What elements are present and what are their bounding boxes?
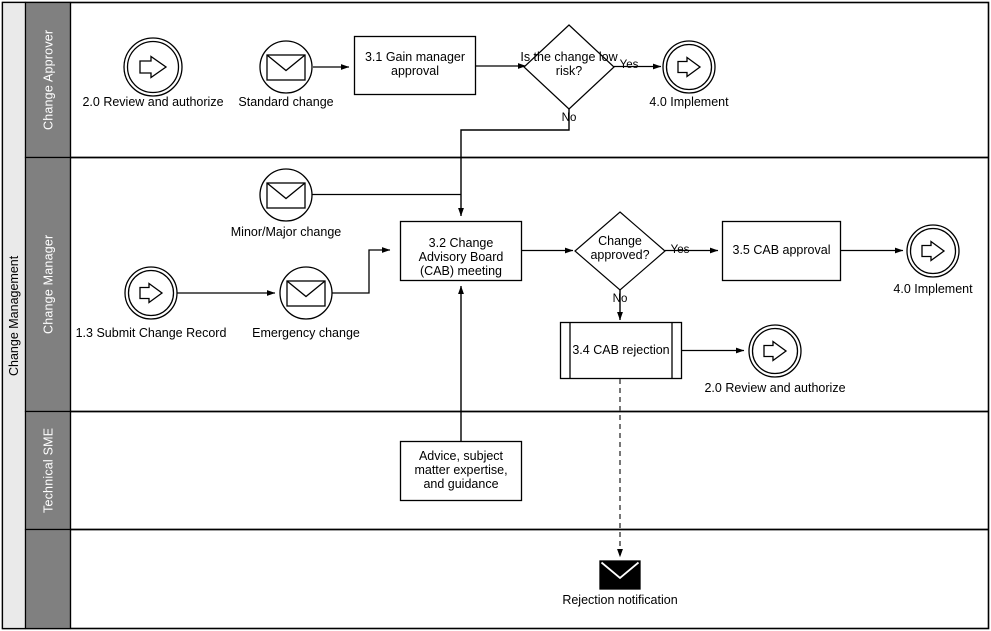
arrow-right-icon: [763, 340, 788, 362]
task-cab-approval[interactable]: [721, 220, 842, 282]
pool-title: Change Management: [7, 255, 21, 376]
label-emergency-change: Emergency change: [252, 326, 360, 340]
arrow-right-icon: [677, 56, 702, 78]
envelope-icon: [266, 182, 306, 209]
task-advice[interactable]: [399, 440, 523, 502]
event-submit-change-record[interactable]: [124, 266, 178, 320]
label-advice: Advice, subject matter expertise, and gu…: [414, 449, 508, 491]
arrow-right-icon: [139, 282, 164, 304]
label-cab-meeting: 3.2 Change Advisory Board (CAB) meeting: [418, 236, 504, 278]
arrow-right-icon: [139, 55, 168, 79]
label-edge-approved-no: No: [612, 293, 628, 305]
event-minor-major-change[interactable]: [259, 168, 313, 222]
event-rejection-notification[interactable]: [599, 560, 641, 590]
envelope-icon: [266, 54, 306, 81]
label-review-authorize-top: 2.0 Review and authorize: [82, 95, 224, 109]
event-implement-top[interactable]: [662, 40, 716, 94]
lane-title-change-manager: Change Manager: [41, 234, 56, 335]
event-standard-change[interactable]: [259, 40, 313, 94]
lane-title-change-approver: Change Approver: [41, 29, 56, 131]
lane-header-change-manager: [24, 156, 72, 413]
task-cab-meeting[interactable]: [399, 220, 523, 282]
label-implement-top: 4.0 Implement: [649, 95, 729, 109]
event-review-authorize-top[interactable]: [123, 37, 183, 97]
label-cab-approval: 3.5 CAB approval: [732, 243, 831, 257]
lane-header-change-approver: [24, 1, 72, 159]
lane-title-unlabeled: [26, 530, 71, 628]
arrow-right-icon: [921, 240, 946, 262]
label-submit-change-record: 1.3 Submit Change Record: [75, 326, 227, 340]
label-minor-major-change: Minor/Major change: [230, 225, 342, 239]
event-implement-mid[interactable]: [906, 224, 960, 278]
event-emergency-change[interactable]: [279, 266, 333, 320]
label-standard-change: Standard change: [238, 95, 334, 109]
label-gain-manager-approval: 3.1 Gain manager approval: [364, 50, 466, 78]
label-gateway-low-risk: Is the change low risk?: [520, 50, 618, 78]
task-cab-rejection[interactable]: [559, 321, 683, 380]
label-edge-approved-yes: Yes: [670, 244, 690, 256]
label-review-authorize-mid: 2.0 Review and authorize: [704, 381, 846, 395]
label-edge-low-risk-yes: Yes: [619, 59, 639, 71]
event-review-authorize-mid[interactable]: [748, 324, 802, 378]
label-implement-mid: 4.0 Implement: [893, 282, 973, 296]
lane-title-technical-sme: Technical SME: [41, 427, 56, 514]
label-cab-rejection: 3.4 CAB rejection: [572, 343, 670, 357]
label-gateway-change-approved: Change approved?: [590, 234, 650, 262]
label-edge-low-risk-no: No: [561, 112, 577, 124]
lane-header-unlabeled: [24, 528, 72, 630]
envelope-icon: [286, 280, 326, 307]
edge-low-risk-no: [458, 109, 570, 217]
edge-emergency-to-cab: [332, 247, 391, 294]
label-rejection-notification: Rejection notification: [562, 593, 678, 607]
